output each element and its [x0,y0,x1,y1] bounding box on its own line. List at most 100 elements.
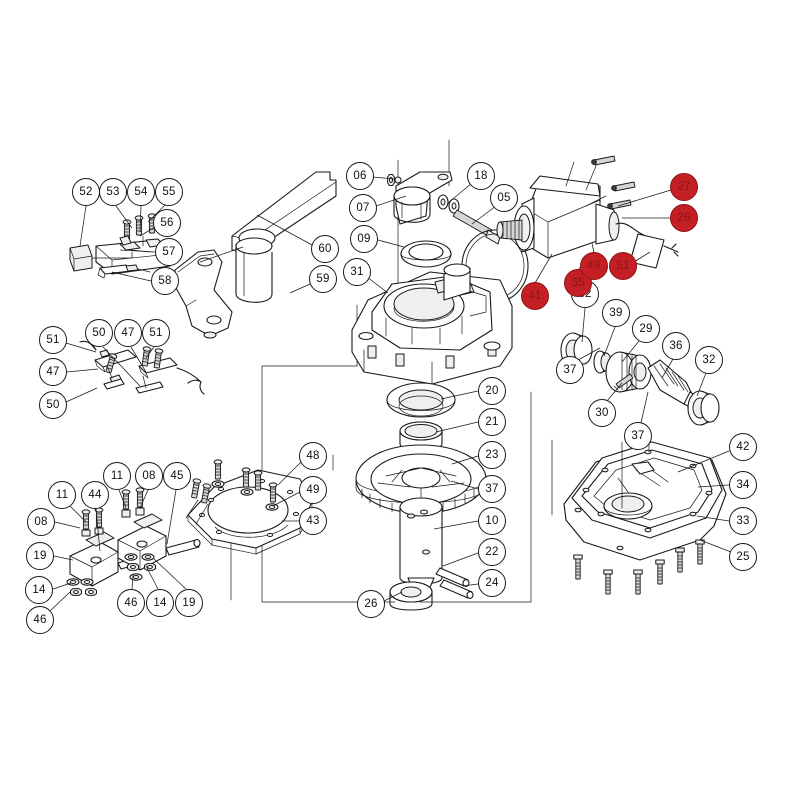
callout-19-16[interactable]: 19 [26,542,54,570]
part-group-gearcase [563,439,727,595]
leader-line [606,382,623,402]
callout-24-42[interactable]: 24 [478,569,506,597]
callout-11-13[interactable]: 11 [48,481,76,509]
callout-49-26[interactable]: 49 [299,476,327,504]
callout-55-3[interactable]: 55 [155,178,183,206]
leader-line [661,358,674,379]
callout-46-22[interactable]: 46 [117,589,145,617]
callout-32-48[interactable]: 32 [695,346,723,374]
callout-50-10[interactable]: 50 [85,319,113,347]
callout-highlighted-41-56[interactable]: 41 [521,282,549,310]
callout-31-30[interactable]: 31 [343,258,371,286]
leader-line [640,391,649,424]
callout-25-55[interactable]: 25 [729,543,757,571]
callout-47-11[interactable]: 47 [114,319,142,347]
leader-line [139,205,142,233]
leader-line [111,271,152,282]
callout-58-6[interactable]: 58 [151,267,179,295]
leader-line [603,326,616,357]
leader-line [383,591,403,602]
callout-18-34[interactable]: 18 [467,162,495,190]
leader-line [95,508,101,552]
callout-29-46[interactable]: 29 [632,315,660,343]
callout-30-50[interactable]: 30 [588,399,616,427]
callout-14-23[interactable]: 14 [146,589,174,617]
callout-44-14[interactable]: 44 [81,481,109,509]
callout-59-29[interactable]: 59 [309,265,337,293]
callout-07-32[interactable]: 07 [349,194,377,222]
callout-48-25[interactable]: 48 [299,442,327,470]
part-group-gear-23 [355,444,487,516]
callout-57-5[interactable]: 57 [155,238,183,266]
leader-line [375,195,407,207]
callout-46-18[interactable]: 46 [26,606,54,634]
callout-20-36[interactable]: 20 [478,377,506,405]
callout-36-47[interactable]: 36 [662,332,690,360]
callout-21-37[interactable]: 21 [478,408,506,436]
leader-line [256,214,313,246]
leader-line [145,346,155,359]
callout-highlighted-26-61[interactable]: 26 [670,204,698,232]
callout-53-1[interactable]: 53 [99,178,127,206]
callout-52-0[interactable]: 52 [72,178,100,206]
leader-line [450,480,479,490]
part-group-housing-31 [351,263,513,385]
part-group-gear-train [560,332,720,426]
leader-line [79,205,87,247]
leader-line [130,346,147,373]
leader-line [471,205,497,225]
callout-22-41[interactable]: 22 [478,538,506,566]
callout-10-40[interactable]: 10 [478,507,506,535]
leader-line [696,372,707,397]
leader-lines [49,176,732,612]
callout-43-27[interactable]: 43 [299,507,327,535]
leader-line [102,346,141,387]
callout-09-33[interactable]: 09 [350,225,378,253]
callout-highlighted-49-58[interactable]: 49 [580,252,608,280]
callout-23-38[interactable]: 23 [478,441,506,469]
leader-line [377,239,405,248]
leader-line [66,368,99,373]
callout-33-54[interactable]: 33 [729,507,757,535]
callout-34-53[interactable]: 34 [729,471,757,499]
part-group-switch-cluster [69,213,171,279]
callout-highlighted-27-60[interactable]: 27 [670,173,698,201]
callout-05-35[interactable]: 05 [490,184,518,212]
leader-line [591,242,595,254]
callout-19-24[interactable]: 19 [175,589,203,617]
callout-56-4[interactable]: 56 [153,209,181,237]
callout-51-12[interactable]: 51 [142,319,170,347]
leader-line [372,176,395,180]
part-group-motor [496,155,679,269]
callout-54-2[interactable]: 54 [127,178,155,206]
callout-39-45[interactable]: 39 [602,299,630,327]
part-group-bearing-20 [386,382,456,418]
leader-line [433,520,479,530]
callout-51-7[interactable]: 51 [39,326,67,354]
callout-26-43[interactable]: 26 [357,590,385,618]
callout-08-20[interactable]: 08 [135,462,163,490]
leader-line [677,450,730,473]
leader-line [699,539,732,553]
callout-37-49[interactable]: 37 [556,356,584,384]
callout-42-52[interactable]: 42 [729,433,757,461]
part-group-shaft-10 [399,497,443,593]
callout-11-19[interactable]: 11 [103,462,131,490]
leader-line [442,552,479,567]
callout-06-31[interactable]: 06 [346,162,374,190]
callout-45-21[interactable]: 45 [163,462,191,490]
callout-50-9[interactable]: 50 [39,391,67,419]
callout-14-17[interactable]: 14 [25,576,53,604]
callout-08-15[interactable]: 08 [27,508,55,536]
callout-60-28[interactable]: 60 [311,235,339,263]
leader-line [366,276,389,294]
callout-37-51[interactable]: 37 [624,422,652,450]
callout-47-8[interactable]: 47 [39,358,67,386]
callout-37-39[interactable]: 37 [478,475,506,503]
leader-line [617,189,672,207]
callout-highlighted-51-59[interactable]: 51 [609,252,637,280]
leader-line [435,421,479,433]
leader-line [289,283,311,294]
